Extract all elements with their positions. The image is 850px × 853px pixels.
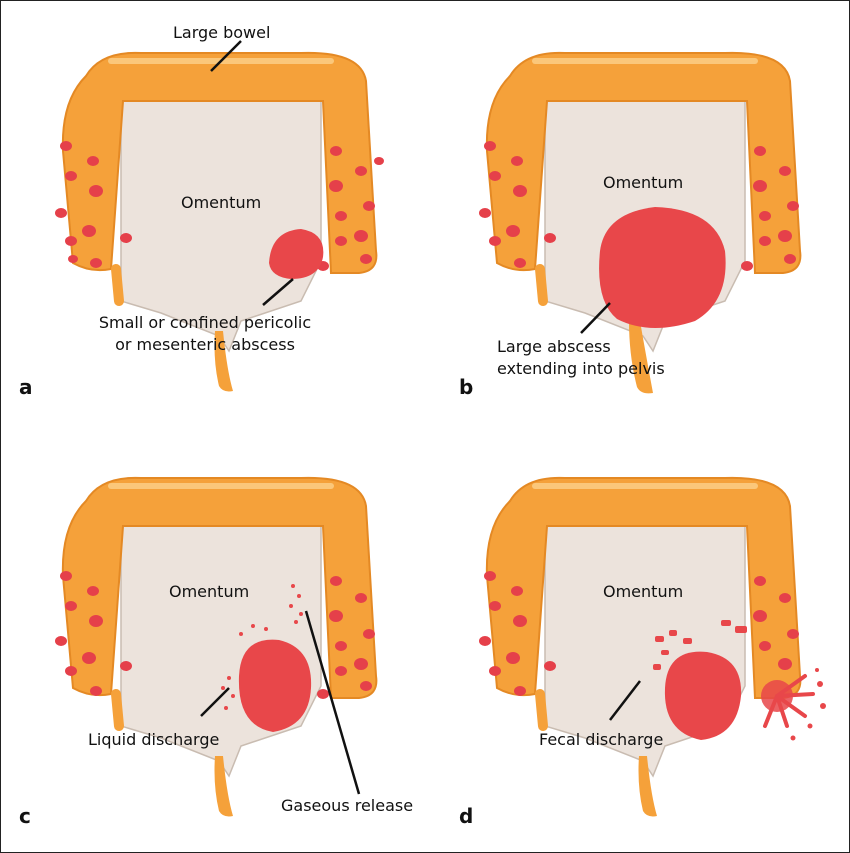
omentum-label-c: Omentum — [169, 582, 250, 601]
appendix-b — [629, 321, 653, 394]
panel-d: Omentum Fecal discharge d — [425, 426, 849, 851]
colon-illustration-c — [55, 476, 378, 817]
inflamed-spots-d — [479, 571, 799, 696]
omentum-label-d: Omentum — [603, 582, 684, 601]
gaseous-release-label: Gaseous release — [281, 796, 414, 815]
colon-illustration-a — [55, 40, 384, 392]
inflamed-spots-a — [55, 141, 384, 271]
panel-letter-a: a — [19, 375, 33, 399]
fecal-fragments-d — [653, 620, 747, 670]
abscess-label-a: Small or confined pericolic or mesenteri… — [98, 313, 312, 354]
colon-illustration-d — [479, 476, 826, 817]
abscess-a — [269, 229, 324, 279]
panel-letter-b: b — [459, 375, 474, 399]
appendix-c — [214, 756, 233, 817]
appendix-a — [214, 331, 233, 392]
liquid-discharge-label: Liquid discharge — [88, 730, 220, 749]
abscess-d — [664, 651, 742, 740]
colon-illustration-b — [479, 51, 802, 394]
fecal-discharge-label: Fecal discharge — [539, 730, 664, 749]
abscess-c — [238, 639, 312, 732]
panel-b: Omentum Large abscess extending into pel… — [425, 1, 849, 426]
panel-c: Omentum Liquid discharge Gaseous release… — [1, 426, 425, 851]
inflamed-spots-c — [55, 571, 375, 699]
abscess-b — [599, 207, 726, 329]
gas-bubbles-c — [221, 584, 303, 710]
panel-letter-c: c — [19, 804, 31, 828]
appendix-d — [638, 756, 657, 817]
large-bowel-c — [61, 476, 378, 699]
abscess-label-b: Large abscess extending into pelvis — [497, 337, 665, 378]
panel-letter-d: d — [459, 804, 474, 828]
perforation-burst-d — [761, 668, 826, 741]
inflamed-spots-b — [479, 141, 799, 271]
large-bowel-label: Large bowel — [173, 23, 271, 42]
panel-a: Large bowel Omentum Small or confined pe… — [1, 1, 425, 426]
omentum-label-a: Omentum — [181, 193, 262, 212]
omentum-label-b: Omentum — [603, 173, 684, 192]
omentum-shape-a — [120, 100, 322, 353]
